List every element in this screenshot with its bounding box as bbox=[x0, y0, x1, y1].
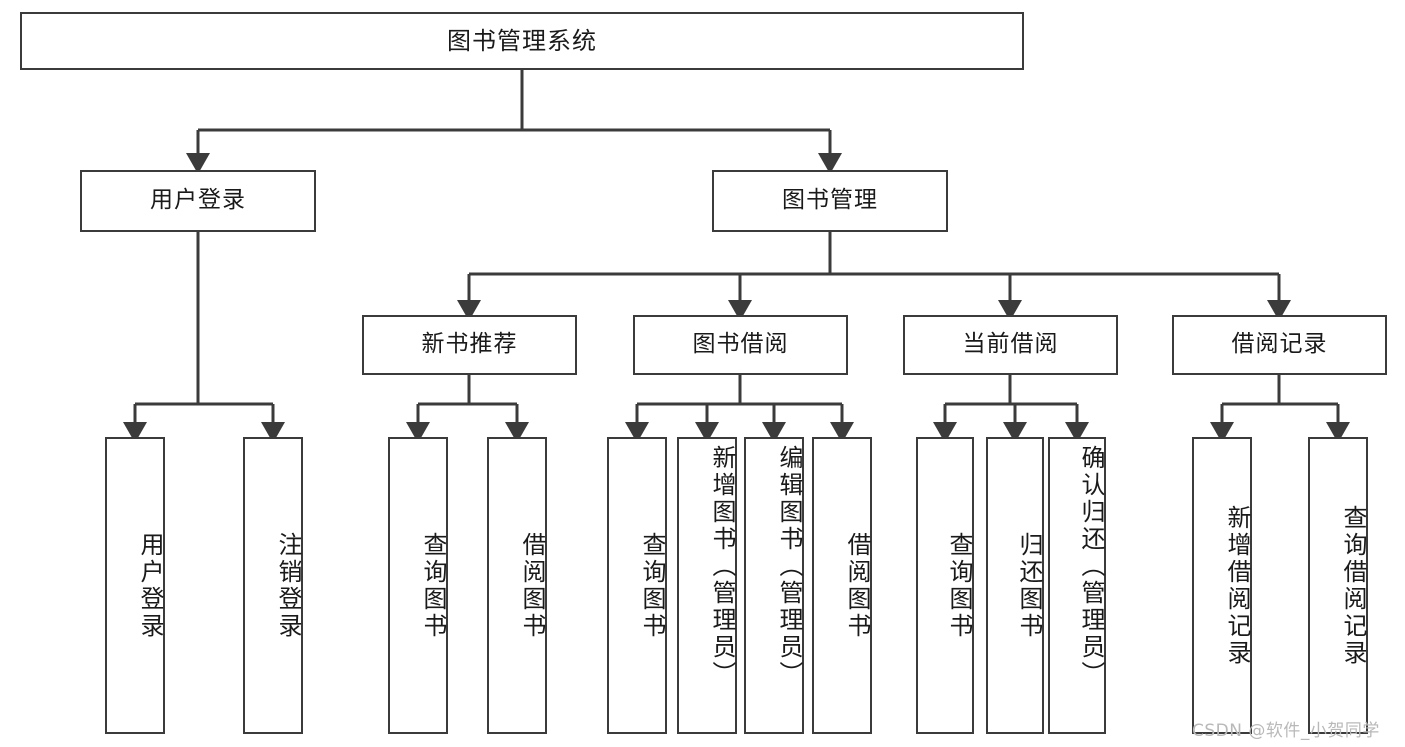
node-leaf-rec-add-label: 新增借阅记录 bbox=[1223, 504, 1251, 667]
node-new-book-rec[interactable]: 新书推荐 bbox=[362, 315, 577, 375]
node-borrow-record[interactable]: 借阅记录 bbox=[1172, 315, 1387, 375]
node-leaf-cur-query[interactable]: 查询图书 bbox=[916, 437, 974, 734]
node-leaf-rec-add[interactable]: 新增借阅记录 bbox=[1192, 437, 1252, 734]
node-leaf-borrow-edit[interactable]: 编辑图书（管理员） bbox=[744, 437, 804, 734]
node-book-manage[interactable]: 图书管理 bbox=[712, 170, 948, 232]
node-leaf-rec-search-label: 查询借阅记录 bbox=[1339, 504, 1367, 667]
node-leaf-rec-search[interactable]: 查询借阅记录 bbox=[1308, 437, 1368, 734]
node-user-login[interactable]: 用户登录 bbox=[80, 170, 316, 232]
node-leaf-rec-borrow[interactable]: 借阅图书 bbox=[487, 437, 547, 734]
node-root[interactable]: 图书管理系统 bbox=[20, 12, 1024, 70]
node-leaf-rec-query[interactable]: 查询图书 bbox=[388, 437, 448, 734]
csdn-watermark: CSDN @软件_小贺同学 bbox=[1192, 721, 1380, 741]
node-leaf-borrow-add-label: 新增图书（管理员） bbox=[708, 445, 736, 688]
node-borrow-record-label: 借阅记录 bbox=[1231, 331, 1328, 358]
node-leaf-borrow-add[interactable]: 新增图书（管理员） bbox=[677, 437, 737, 734]
node-current-borrow[interactable]: 当前借阅 bbox=[903, 315, 1118, 375]
node-leaf-rec-borrow-label: 借阅图书 bbox=[518, 531, 546, 640]
node-book-manage-label: 图书管理 bbox=[782, 187, 878, 214]
node-leaf-cur-query-label: 查询图书 bbox=[945, 531, 973, 640]
node-book-borrow[interactable]: 图书借阅 bbox=[633, 315, 848, 375]
node-leaf-borrow-lend-label: 借阅图书 bbox=[843, 531, 871, 640]
node-leaf-cur-confirm[interactable]: 确认归还（管理员） bbox=[1048, 437, 1106, 734]
node-leaf-cur-return[interactable]: 归还图书 bbox=[986, 437, 1044, 734]
node-leaf-user-login[interactable]: 用户登录 bbox=[105, 437, 165, 734]
node-user-login-label: 用户登录 bbox=[150, 187, 246, 214]
node-book-borrow-label: 图书借阅 bbox=[692, 331, 789, 358]
node-leaf-rec-query-label: 查询图书 bbox=[419, 531, 447, 640]
node-leaf-borrow-query-label: 查询图书 bbox=[638, 531, 666, 640]
node-new-book-rec-label: 新书推荐 bbox=[421, 331, 518, 358]
node-leaf-borrow-lend[interactable]: 借阅图书 bbox=[812, 437, 872, 734]
node-leaf-cur-return-label: 归还图书 bbox=[1015, 531, 1043, 640]
node-leaf-user-logout-label: 注销登录 bbox=[274, 531, 302, 640]
node-leaf-user-login-label: 用户登录 bbox=[136, 531, 164, 640]
node-leaf-borrow-query[interactable]: 查询图书 bbox=[607, 437, 667, 734]
node-leaf-user-logout[interactable]: 注销登录 bbox=[243, 437, 303, 734]
node-root-label: 图书管理系统 bbox=[447, 26, 597, 55]
node-leaf-cur-confirm-label: 确认归还（管理员） bbox=[1077, 445, 1105, 688]
node-current-borrow-label: 当前借阅 bbox=[962, 331, 1059, 358]
node-leaf-borrow-edit-label: 编辑图书（管理员） bbox=[775, 445, 803, 688]
